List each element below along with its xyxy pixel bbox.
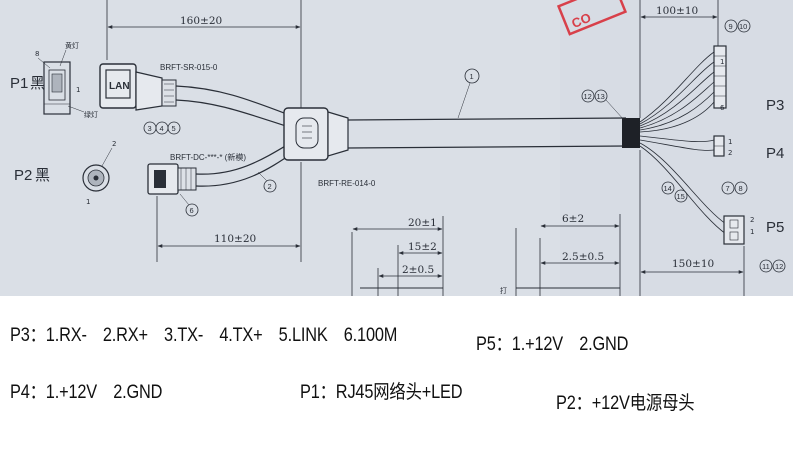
balloon-3: 3 xyxy=(148,124,152,133)
p3-connector: 1 6 P3 9 10 xyxy=(713,19,784,114)
balloon-14: 14 xyxy=(664,184,672,193)
dim-strip-2-5: 2.5±0.5 xyxy=(562,251,604,263)
p2-pin1: 1 xyxy=(86,198,90,206)
balloon-2: 2 xyxy=(268,182,272,191)
p5-connector: 2 1 P5 11 12 xyxy=(723,215,786,273)
p1-yellow-led: 黄灯 xyxy=(65,41,79,50)
cable-lan-leg xyxy=(175,85,293,129)
balloon-10: 10 xyxy=(739,22,747,31)
dim-fanout-p3-text: 100±10 xyxy=(656,5,698,17)
p5-label: P5 xyxy=(766,219,784,236)
dim-strip-20: 20±1 xyxy=(408,217,437,229)
p1-pin1: 1 xyxy=(76,86,80,94)
p5-pin-definition: P5：1.+12V 2.GND xyxy=(476,334,629,355)
p3-label: P3 xyxy=(766,97,784,114)
balloon-12-sleeve: 12 xyxy=(584,92,592,101)
drawing-area: CO 160±20 P1 黑 8 黄灯 1 绿灯 P2 黑 2 1 xyxy=(0,0,793,296)
dim-lan-leg-text: 160±20 xyxy=(180,15,222,27)
p3-pin-6: 6 xyxy=(720,104,725,112)
dim-dc-leg: 110±20 xyxy=(156,162,302,262)
balloon-9: 9 xyxy=(729,22,733,31)
stamp-text: CO xyxy=(569,10,593,31)
dim-strip-2: 2±0.5 xyxy=(402,264,434,276)
strip-detail-left: 20±1 15±2 2±0.5 xyxy=(351,216,444,296)
p2-connector: P2 黑 2 1 xyxy=(14,140,116,206)
p4-connector: 1 2 P4 7 8 xyxy=(713,135,784,195)
p2-label: P2 xyxy=(14,167,32,184)
bottom-cut-text: 打 xyxy=(500,286,507,295)
balloon-8: 8 xyxy=(739,184,743,193)
rj45-plug: LAN BRFT-SR-015-0 xyxy=(99,63,218,111)
balloon-11: 11 xyxy=(762,262,770,271)
heat-shrink-sleeve: 12 13 xyxy=(581,89,640,148)
pin-definition-legend: P3：1.RX- 2.RX+ 3.TX- 4.TX+ 5.LINK 6.100M… xyxy=(0,296,793,457)
dim-lan-leg: 160±20 xyxy=(106,0,302,110)
cable-main-trunk: 1 xyxy=(347,68,627,149)
balloon-5: 5 xyxy=(172,124,176,133)
dim-fanout-p3: 100±10 xyxy=(639,0,719,118)
dc-part-number: BRFT-DC-***-* (新模) xyxy=(170,152,246,162)
fanout-wires xyxy=(639,51,727,235)
balloon-6: 6 xyxy=(190,206,194,215)
p1-green-led: 绿灯 xyxy=(84,110,98,119)
tie-balloons: 14 15 xyxy=(661,181,688,203)
rj45-balloons: 3 4 5 xyxy=(143,121,181,135)
balloon-4: 4 xyxy=(160,124,164,133)
p1-label: P1 xyxy=(10,75,28,92)
p4-label: P4 xyxy=(766,145,784,162)
rj45-part-number: BRFT-SR-015-0 xyxy=(160,63,218,72)
balloon-7: 7 xyxy=(726,184,730,193)
balloon-15: 15 xyxy=(677,192,685,201)
dc-plug: BRFT-DC-***-* (新模) 6 xyxy=(147,152,246,217)
p3-pin-definition: P3：1.RX- 2.RX+ 3.TX- 4.TX+ 5.LINK 6.100M xyxy=(10,325,398,346)
p2-pin2: 2 xyxy=(112,140,116,148)
dim-strip-15: 15±2 xyxy=(408,241,437,253)
dim-strip-6: 6±2 xyxy=(562,213,584,225)
balloon-12: 12 xyxy=(775,262,783,271)
dim-fanout-p5: 150±10 xyxy=(639,150,745,296)
p1-color: 黑 xyxy=(30,75,45,92)
p4-pin-1: 1 xyxy=(728,138,732,146)
strip-detail-right: 6±2 2.5±0.5 打 xyxy=(500,213,621,296)
red-approval-stamp: CO xyxy=(556,0,628,36)
balloon-13-sleeve: 13 xyxy=(597,92,605,101)
p5-pin-2: 2 xyxy=(750,216,754,224)
p4-pin-definition: P4：1.+12V 2.GND xyxy=(10,382,163,403)
p1-description: P1：RJ45网络头+LED xyxy=(300,382,463,403)
balloon-1: 1 xyxy=(470,72,474,81)
main-boot-part-number: BRFT-RE-014-0 xyxy=(318,179,376,188)
p3-pin-1: 1 xyxy=(720,58,724,66)
splitter-boot: BRFT-RE-014-0 xyxy=(283,107,376,188)
p1-connector: P1 黑 8 黄灯 1 绿灯 xyxy=(10,41,98,119)
p5-pin-1: 1 xyxy=(750,228,754,236)
dim-fanout-p5-text: 150±10 xyxy=(672,258,714,270)
lan-label: LAN xyxy=(109,81,130,92)
cable-assembly-drawing: CO 160±20 P1 黑 8 黄灯 1 绿灯 P2 黑 2 1 xyxy=(10,0,786,296)
dim-dc-leg-text: 110±20 xyxy=(214,233,256,245)
p4-pin-2: 2 xyxy=(728,149,732,157)
p2-color: 黑 xyxy=(35,167,50,184)
p2-description: P2：+12V电源母头 xyxy=(556,393,695,414)
p1-pin8: 8 xyxy=(35,50,39,58)
